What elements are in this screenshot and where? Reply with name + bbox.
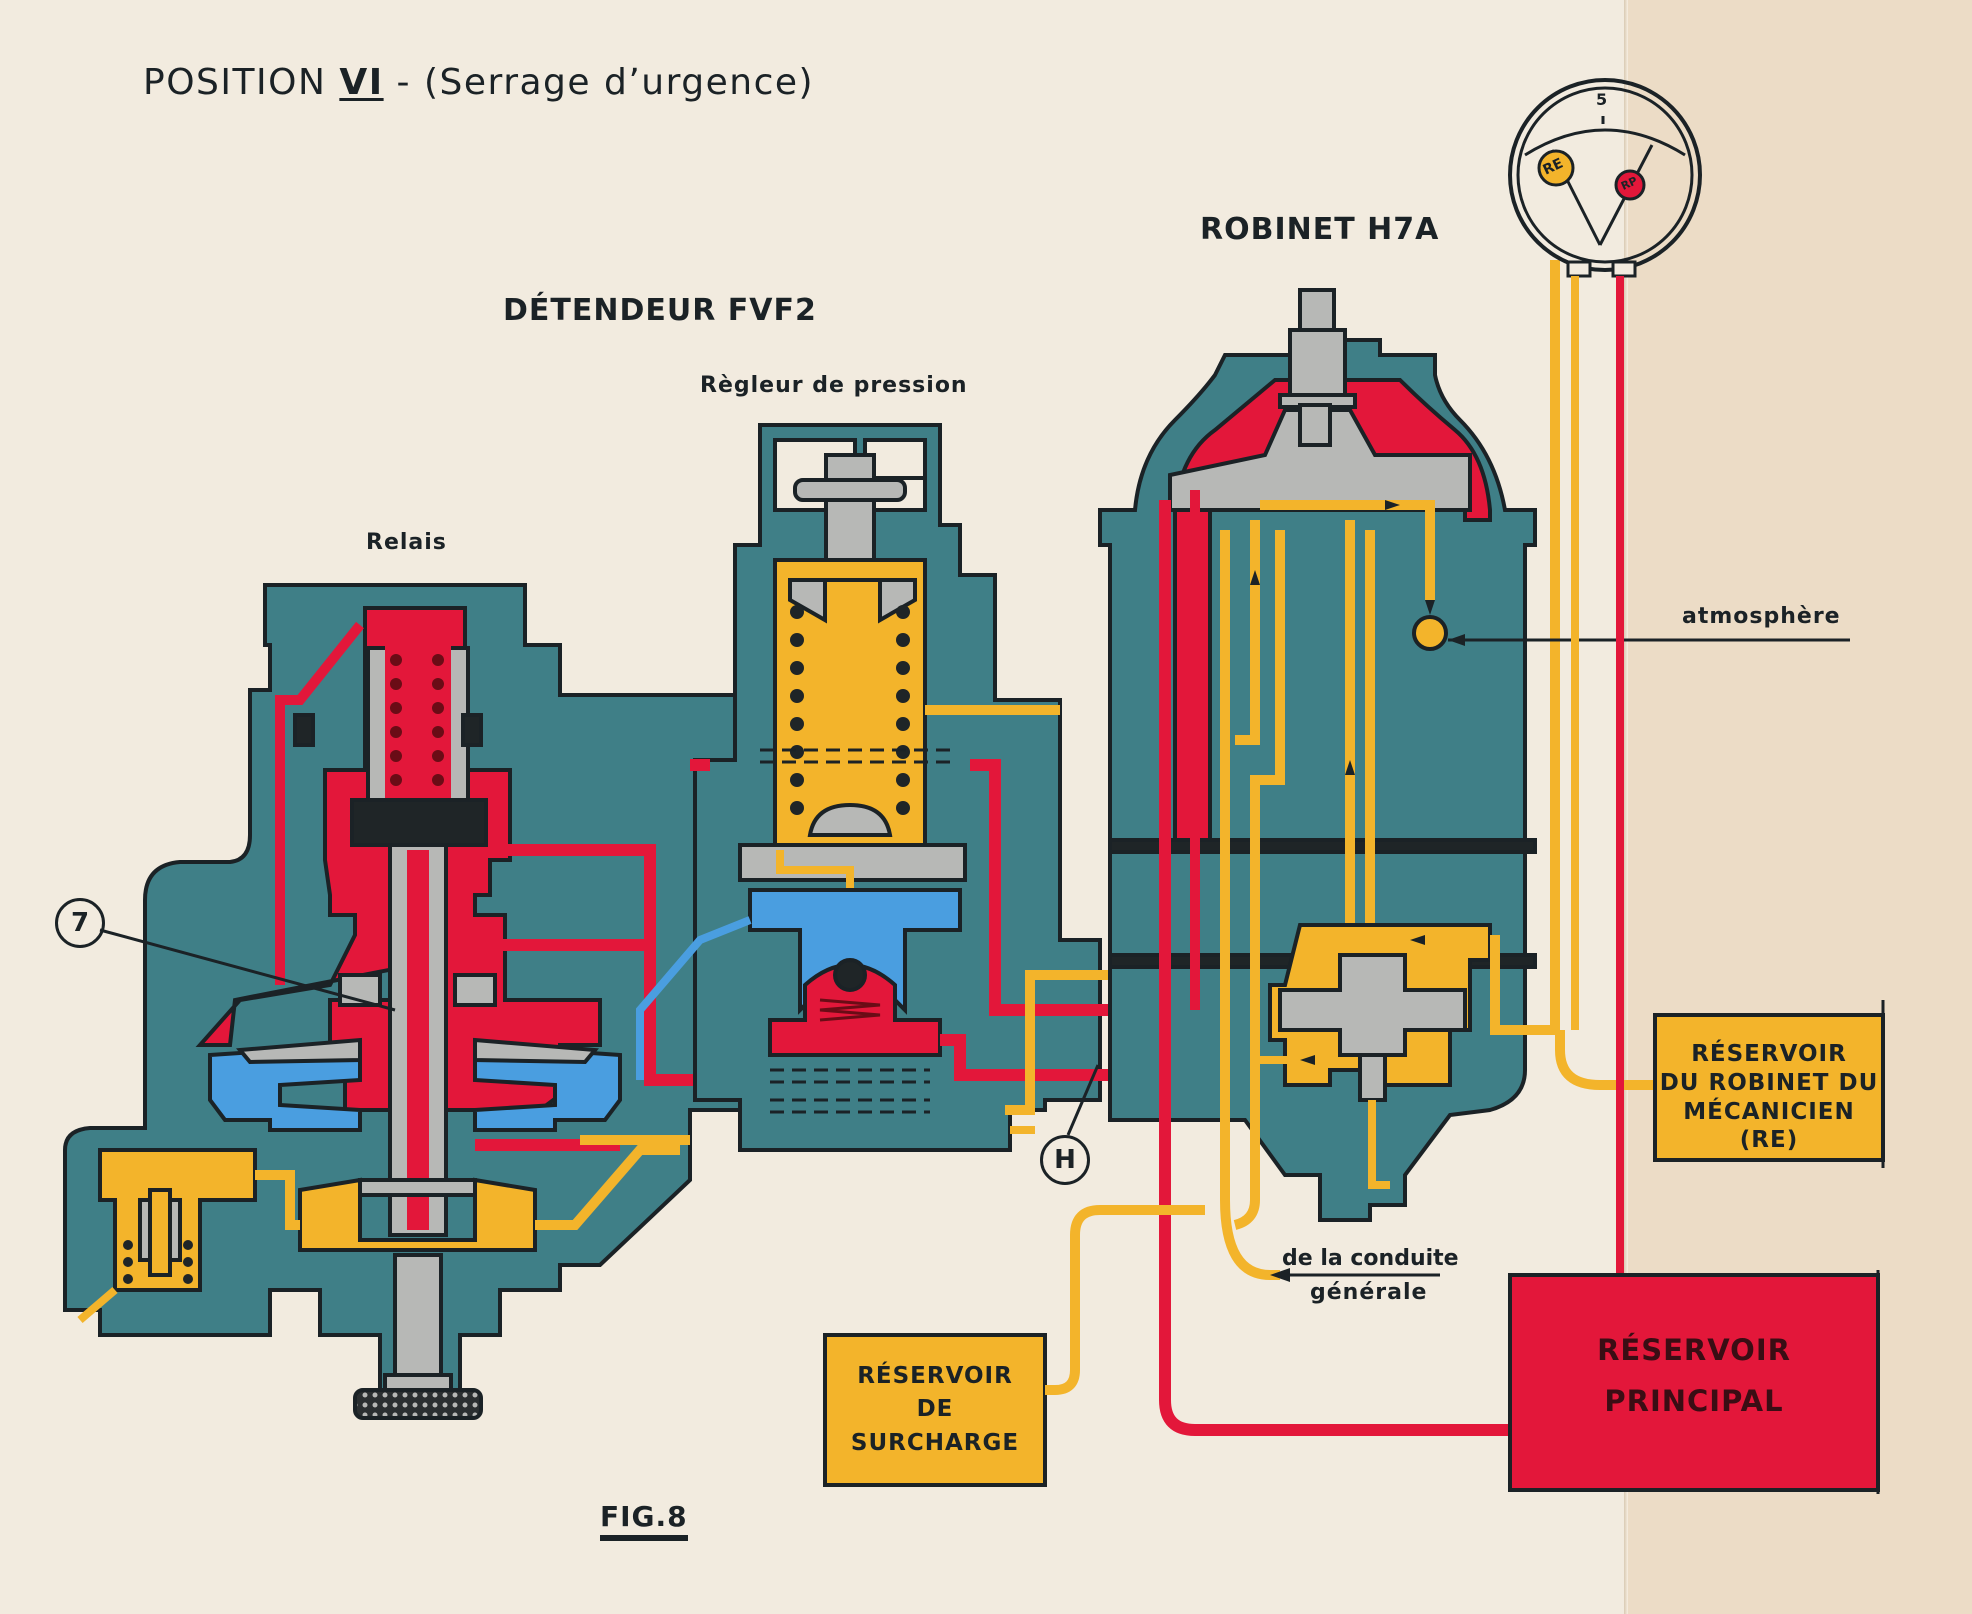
regleur-piston [807, 802, 893, 837]
reservoir-re-line3: MÉCANICIEN [1683, 1098, 1855, 1125]
relais-valve [63, 583, 746, 1420]
reservoir-principal-label: RÉSERVOIR PRINCIPAL [1510, 1325, 1878, 1427]
robinet-gray-rotor [1168, 408, 1472, 512]
detendeur-ball [833, 958, 867, 992]
label-conduite-line2: générale [1310, 1280, 1428, 1305]
gauge-scale-label: 5 [1596, 90, 1609, 109]
flow-arrows [1250, 500, 1435, 1065]
callout-part-H: H [1040, 1135, 1090, 1185]
relais-blue-chamber-right [473, 1042, 622, 1132]
reservoir-re-line1: RÉSERVOIR [1691, 1041, 1847, 1067]
heading-detendeur: DÉTENDEUR FVF2 [503, 293, 817, 328]
detendeur-red-valve [768, 963, 942, 1057]
reservoir-surcharge-line2: DE [916, 1396, 954, 1423]
relais-piston [350, 798, 488, 847]
reservoir-principal-line1: RÉSERVOIR [1597, 1333, 1791, 1367]
reservoir-surcharge-line1: RÉSERVOIR [857, 1363, 1013, 1389]
relais-blue-chamber-left [208, 1042, 362, 1132]
pressure-gauge [1508, 78, 1702, 1275]
atmosphere-exhaust-port [1412, 615, 1448, 651]
detendeur-dashed-lines [760, 748, 950, 1114]
robinet-red-dome [1173, 378, 1492, 842]
reservoir-principal-line2: PRINCIPAL [1604, 1383, 1784, 1418]
heading-robinet: ROBINET H7A [1200, 212, 1440, 247]
reservoir-re-line4: (RE) [1739, 1127, 1799, 1154]
detendeur-valve [636, 423, 1250, 1152]
relais-small-spring [123, 1240, 193, 1284]
relais-spring-coils [390, 654, 444, 786]
label-conduite-line1: de la conduite [1282, 1246, 1459, 1271]
relais-adjusting-screw [393, 1253, 443, 1377]
reservoir-surcharge-box [823, 1333, 1047, 1487]
reservoir-re-label: RÉSERVOIR DU ROBINET DU MÉCANICIEN (RE) [1655, 1040, 1883, 1155]
heading-regleur: Règleur de pression [700, 373, 968, 398]
callout-part-7: 7 [55, 898, 105, 948]
robinet-handle-stem [1298, 288, 1336, 337]
robinet-gray-plug [1278, 953, 1467, 1057]
robinet-separator [1108, 838, 1537, 854]
gauge-scale-arc [1524, 128, 1686, 157]
title-roman-numeral: VI [339, 62, 384, 103]
gauge-marker-re [1537, 149, 1575, 187]
label-atmosphere: atmosphère [1682, 604, 1841, 629]
reservoir-surcharge-line3: SURCHARGE [850, 1429, 1020, 1456]
page-title: POSITION VI - (Serrage d’urgence) [143, 62, 814, 103]
title-prefix: POSITION [143, 62, 340, 103]
gauge-marker-rp [1614, 169, 1646, 201]
reservoir-re-box [1653, 1013, 1885, 1162]
reservoir-surcharge-label: RÉSERVOIR DE SURCHARGE [825, 1360, 1045, 1460]
robinet-h7a [1098, 260, 1655, 1436]
reservoir-re-line2: DU ROBINET DU [1659, 1069, 1879, 1096]
figure-number: FIG.8 [600, 1500, 688, 1541]
heading-relais: Relais [366, 530, 447, 555]
title-suffix: - (Serrage d’urgence) [383, 62, 815, 103]
page-fold [1624, 0, 1628, 1614]
relais-knurled-knob [353, 1388, 483, 1420]
